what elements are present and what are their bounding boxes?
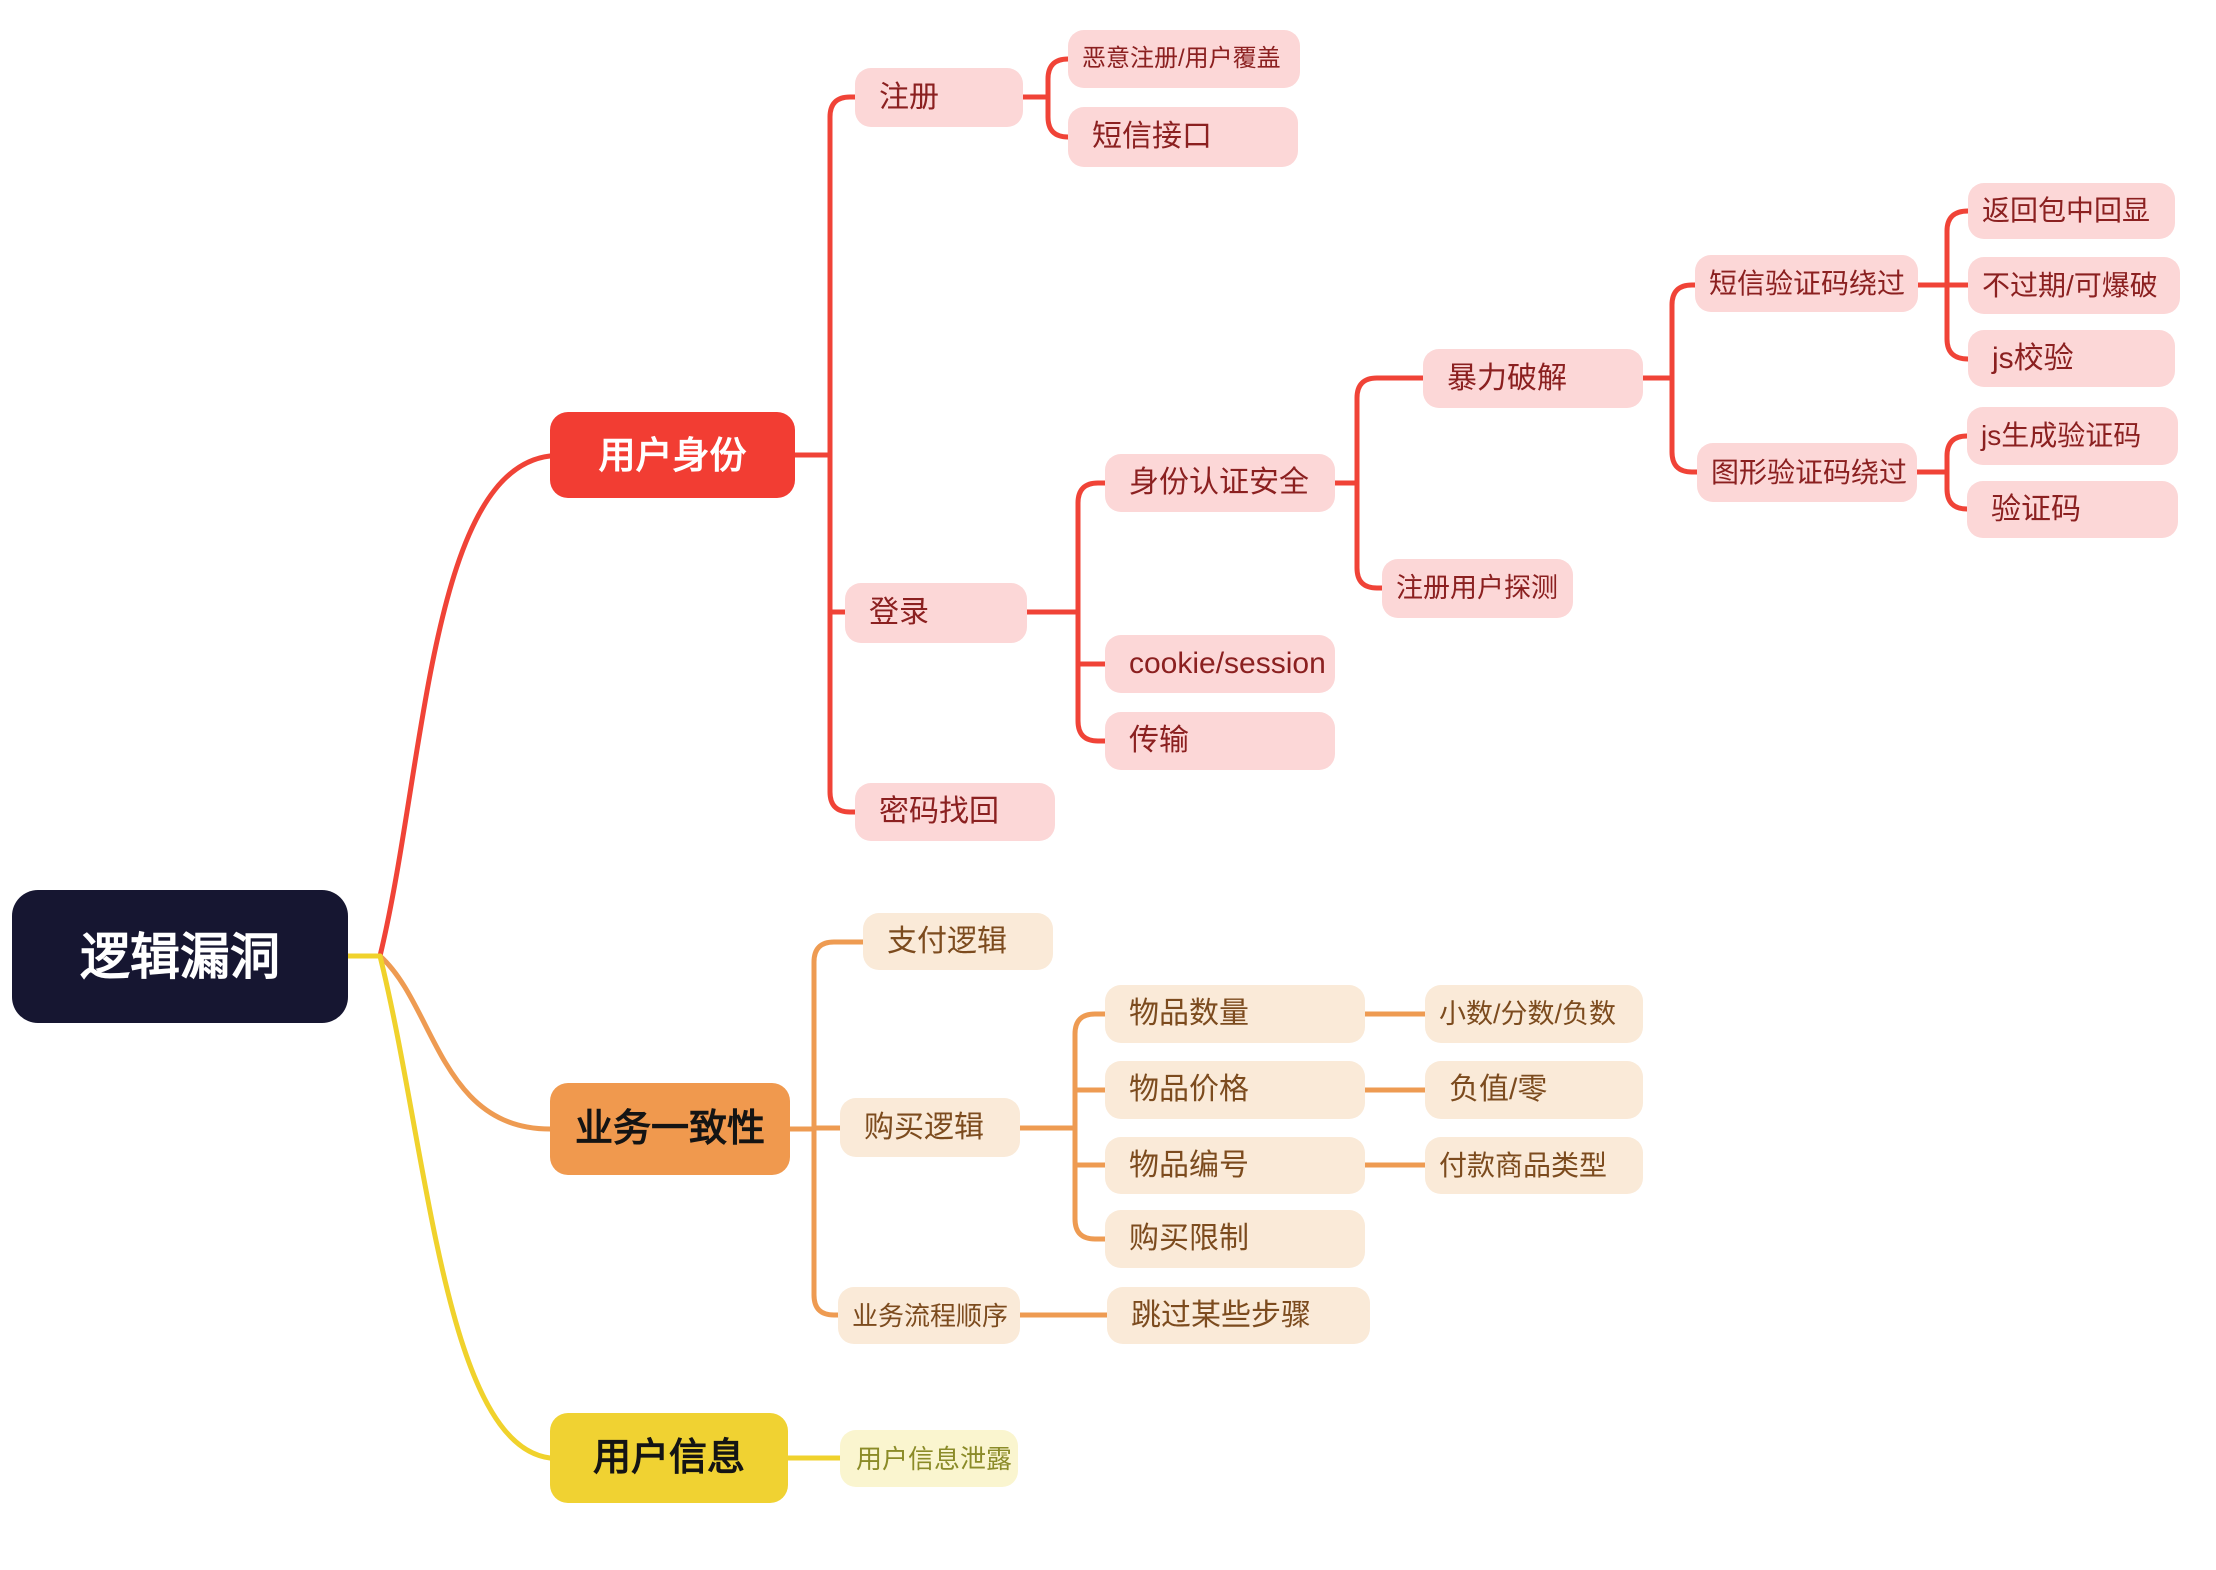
connector-register-trunk [1045,56,1071,140]
node-decimal-fraction-negative[interactable]: 小数/分数/负数 [1425,985,1643,1043]
connector-brute-force-trunk [1669,282,1700,475]
node-root[interactable]: 逻辑漏洞 [12,890,348,1023]
connector-user-identity-trunk [827,94,858,815]
node-user-info[interactable]: 用户信息 [550,1413,788,1503]
red-branch-connectors [377,56,1971,959]
connector-root-user-identity [377,453,553,959]
node-business-consistency[interactable]: 业务一致性 [550,1083,790,1175]
node-payment-logic[interactable]: 支付逻辑 [863,913,1053,970]
node-js-check[interactable]: js校验 [1968,330,2175,387]
connector-purchase-logic-trunk [1072,1011,1108,1242]
yellow-branch-connectors [343,953,843,1461]
node-negative-zero[interactable]: 负值/零 [1425,1061,1643,1119]
node-cookie-session[interactable]: cookie/session [1105,635,1335,693]
connector-root-user-info [377,953,553,1461]
node-not-expire-brute[interactable]: 不过期/可爆破 [1968,257,2180,314]
node-sms-api[interactable]: 短信接口 [1068,107,1298,167]
node-malicious-register[interactable]: 恶意注册/用户覆盖 [1068,30,1300,88]
node-item-id[interactable]: 物品编号 [1105,1137,1365,1194]
node-process-order[interactable]: 业务流程顺序 [838,1287,1020,1344]
node-login[interactable]: 登录 [845,583,1027,643]
node-echo-in-response[interactable]: 返回包中回显 [1968,183,2175,239]
node-register[interactable]: 注册 [855,68,1023,127]
connector-captcha-bypass-trunk [1944,433,1970,512]
node-payment-product-type[interactable]: 付款商品类型 [1425,1137,1643,1194]
node-registered-user-probe[interactable]: 注册用户探测 [1382,559,1573,618]
orange-branch-connectors [377,939,1428,1318]
node-purchase-limit[interactable]: 购买限制 [1105,1210,1365,1268]
node-purchase-logic[interactable]: 购买逻辑 [840,1098,1020,1157]
node-transport[interactable]: 传输 [1105,712,1335,770]
node-password-recovery[interactable]: 密码找回 [855,783,1055,841]
node-auth-security[interactable]: 身份认证安全 [1105,454,1335,512]
connector-root-business-consistency [377,953,553,1132]
connector-auth-security-trunk [1354,375,1426,591]
node-captcha[interactable]: 验证码 [1967,481,2178,538]
node-brute-force[interactable]: 暴力破解 [1423,349,1643,408]
node-user-info-leak[interactable]: 用户信息泄露 [840,1430,1018,1487]
node-skip-steps[interactable]: 跳过某些步骤 [1107,1287,1370,1344]
connector-login-trunk [1075,480,1108,744]
node-js-generated-captcha[interactable]: js生成验证码 [1967,407,2178,465]
node-item-quantity[interactable]: 物品数量 [1105,985,1365,1043]
node-captcha-bypass[interactable]: 图形验证码绕过 [1697,443,1917,502]
node-sms-code-bypass[interactable]: 短信验证码绕过 [1695,255,1918,312]
node-item-price[interactable]: 物品价格 [1105,1061,1365,1119]
node-user-identity[interactable]: 用户身份 [550,412,795,498]
